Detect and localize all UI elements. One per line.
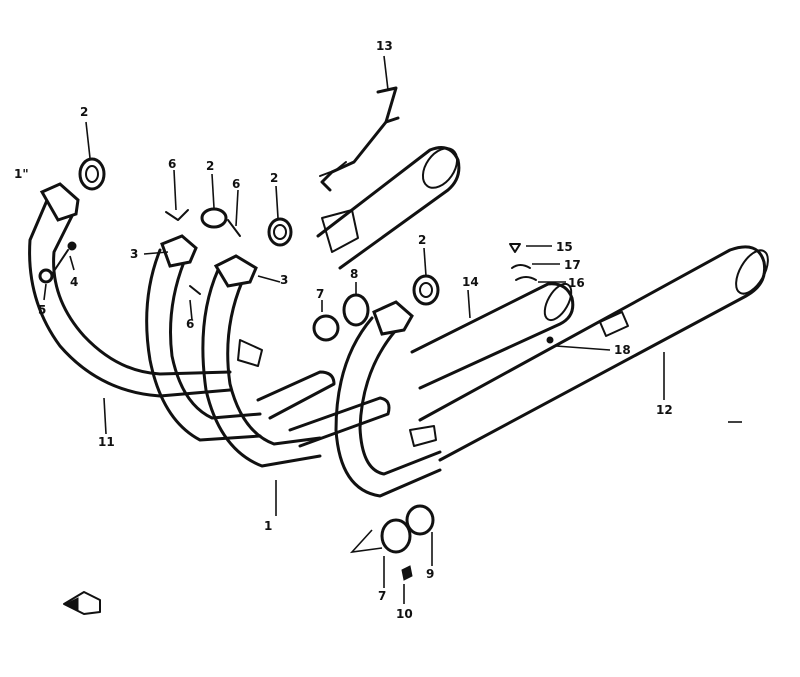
callout-12: 12 — [656, 403, 673, 417]
corner-mark: 1" — [14, 167, 29, 181]
callout-18: 18 — [614, 343, 631, 357]
callout-11: 11 — [98, 435, 115, 449]
leader-lines — [43, 55, 665, 604]
muffler-12 — [418, 245, 769, 462]
callout-14: 14 — [462, 275, 479, 289]
callout-10: 10 — [396, 607, 413, 621]
front-arrow — [63, 591, 101, 615]
header-11 — [28, 182, 232, 398]
callout-16: 16 — [568, 276, 585, 290]
callout-2: 2 — [270, 171, 278, 185]
callout-6: 6 — [232, 177, 240, 191]
callout-13: 13 — [376, 39, 393, 53]
fasteners — [38, 209, 554, 581]
callout-8: 8 — [350, 267, 358, 281]
callout-2: 2 — [418, 233, 426, 247]
callout-2: 2 — [206, 159, 214, 173]
pipe-14 — [410, 282, 575, 390]
callout-7: 7 — [378, 589, 386, 603]
callout-3: 3 — [280, 273, 288, 287]
callout-2: 2 — [80, 105, 88, 119]
header-right — [334, 300, 442, 498]
callout-15: 15 — [556, 240, 573, 254]
collector — [237, 339, 437, 448]
callout-17: 17 — [564, 258, 581, 272]
callout-3: 3 — [130, 247, 138, 261]
callout-4: 4 — [70, 275, 78, 289]
muffler-upper — [316, 146, 461, 270]
callout-6: 6 — [168, 157, 176, 171]
sleeves — [312, 293, 435, 554]
callout-6: 6 — [186, 317, 194, 331]
header-1 — [201, 254, 322, 468]
header-2 — [145, 234, 262, 442]
callout-1: 1 — [264, 519, 272, 533]
callout-9: 9 — [426, 567, 434, 581]
callout-7: 7 — [316, 287, 324, 301]
callout-labels: 1 2 2 2 2 3 3 4 5 6 6 6 7 7 8 9 10 11 12… — [14, 39, 673, 621]
bracket-13 — [319, 86, 400, 192]
gaskets — [78, 157, 440, 306]
callout-5: 5 — [38, 303, 46, 317]
